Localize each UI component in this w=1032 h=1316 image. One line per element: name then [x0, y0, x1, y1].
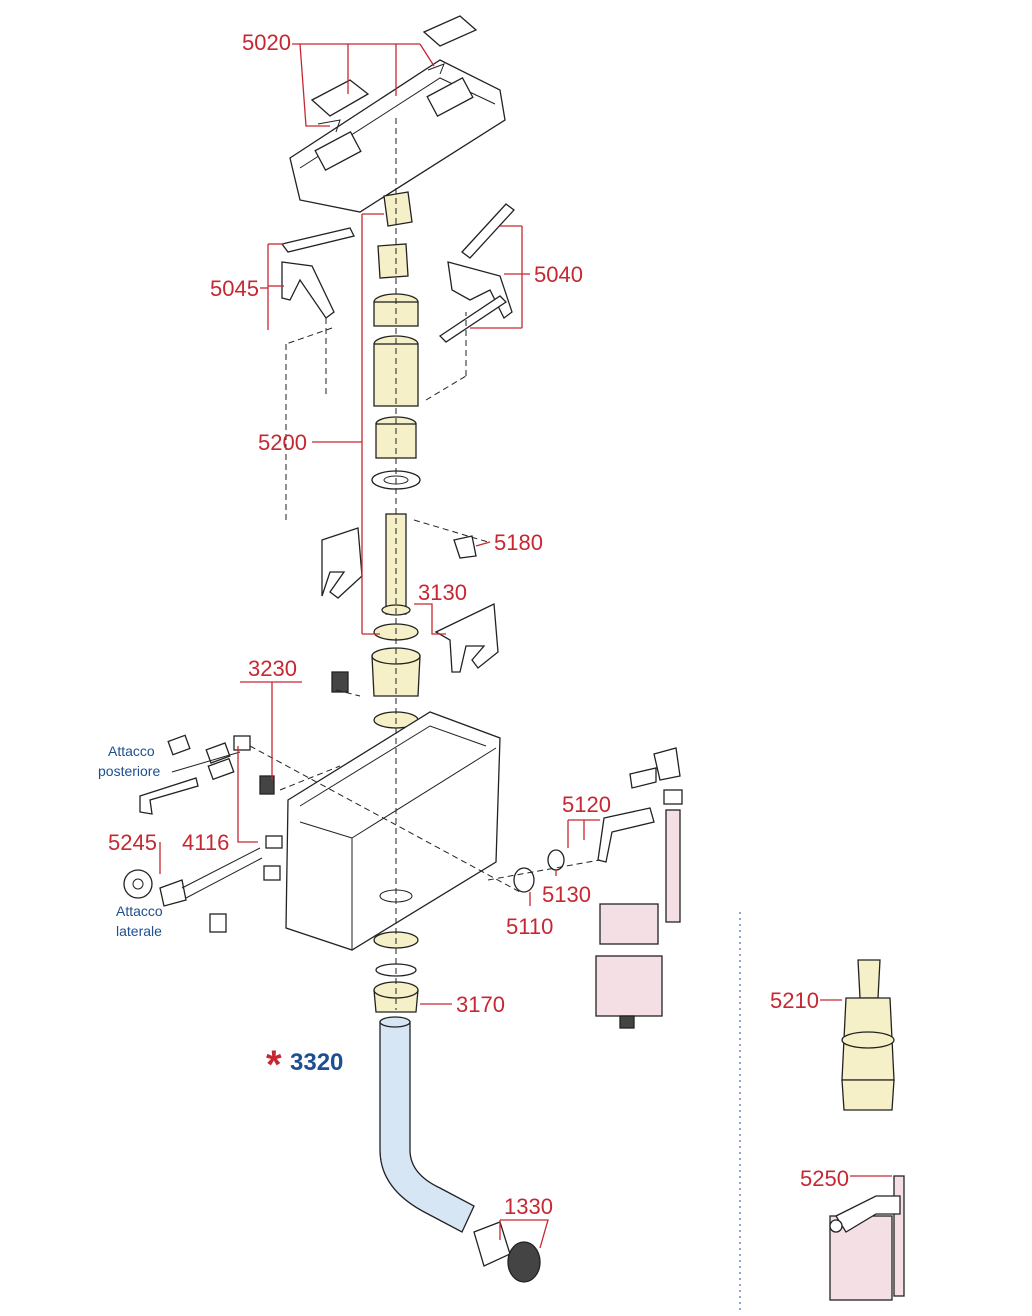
clip-5180	[453, 535, 477, 559]
cistern-tank	[285, 711, 501, 951]
push-button-left	[310, 79, 370, 133]
valve-assembly	[513, 747, 683, 1029]
cistern-lid	[289, 59, 506, 213]
label-4116: 4116	[182, 830, 229, 855]
connection-notes: Attacco posteriore Attacco laterale	[98, 743, 163, 939]
label-5120: 5120	[562, 792, 611, 817]
push-button-right	[422, 15, 478, 75]
label-5250: 5250	[800, 1166, 849, 1191]
label-3130: 3130	[418, 580, 467, 605]
label-5020: 5020	[242, 30, 291, 55]
flush-pipe	[373, 931, 541, 1283]
label-3320: 3320	[290, 1049, 343, 1076]
part-labels: 5020 5045 5040 5200 5180 3130 3230 5120 …	[108, 30, 849, 1219]
marker-asterisk: *	[266, 1043, 282, 1087]
label-5245: 5245	[108, 830, 157, 855]
label-5110: 5110	[506, 914, 553, 939]
valve-5250	[829, 1175, 905, 1301]
label-5045: 5045	[210, 276, 259, 301]
label-5210: 5210	[770, 988, 819, 1013]
leader-lines	[159, 43, 892, 1249]
inlet-fittings-side	[123, 847, 281, 933]
note-attacco-posteriore-line2: posteriore	[98, 763, 160, 779]
lever-5040	[438, 203, 515, 343]
construction-lines	[249, 118, 741, 1310]
note-attacco-posteriore-line1: Attacco	[108, 743, 155, 759]
lever-5045	[280, 227, 355, 319]
bracket-right	[434, 603, 499, 673]
valve-5210	[841, 959, 895, 1111]
clip-3230	[331, 671, 349, 693]
note-attacco-laterale-line1: Attacco	[116, 903, 163, 919]
bracket-left	[321, 527, 363, 599]
label-3230: 3230	[248, 656, 297, 681]
label-5040: 5040	[534, 262, 583, 287]
label-5180: 5180	[494, 530, 543, 555]
label-3170: 3170	[456, 992, 505, 1017]
note-attacco-laterale-line2: laterale	[116, 923, 162, 939]
label-5200: 5200	[258, 430, 307, 455]
label-1330: 1330	[504, 1194, 553, 1219]
label-5130: 5130	[542, 882, 591, 907]
inlet-fittings-rear	[139, 734, 283, 849]
